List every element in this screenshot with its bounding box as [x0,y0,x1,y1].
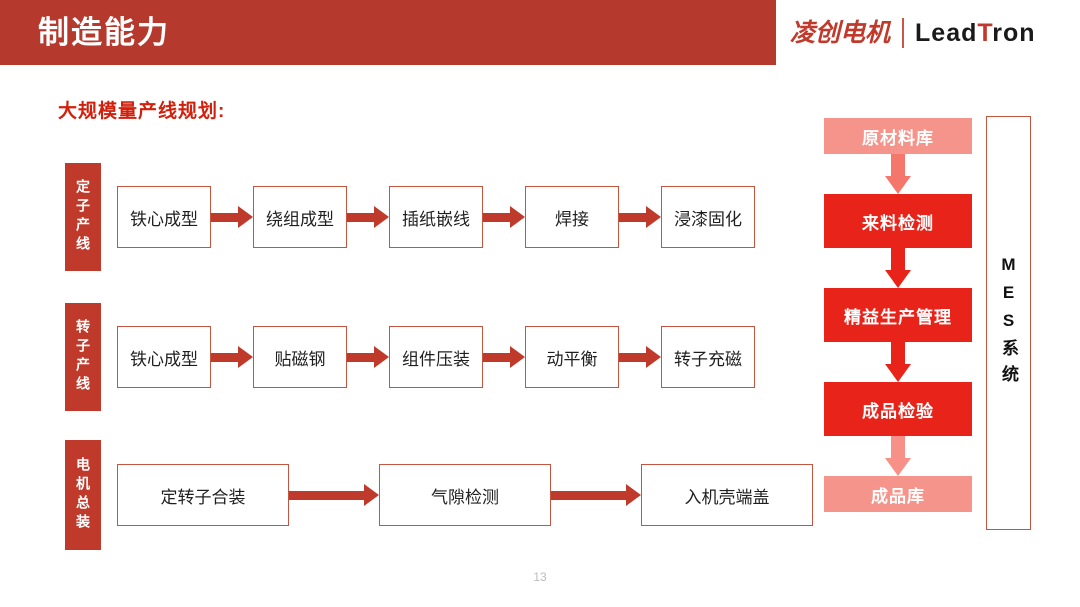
logo-en-part1: Lead [915,19,978,47]
arrow-down-icon [824,248,972,288]
vflow-node-incoming-inspection[interactable]: 来料检测 [824,194,972,248]
logo-en-accent: T [977,19,993,47]
arrow-right-icon [551,484,641,506]
row-label-stator: 定子产线 [65,163,101,271]
arrow-right-icon [483,346,525,368]
logo-chinese-name: 凌创电机 [790,19,891,47]
arrow-right-icon [347,346,389,368]
quality-flow: 原材料库 来料检测 精益生产管理 成品检验 成品库 [824,118,972,512]
vflow-node-final-inspection[interactable]: 成品检验 [824,382,972,436]
vflow-node-raw-material-warehouse[interactable]: 原材料库 [824,118,972,154]
mes-system-label: MES系统 [999,255,1018,391]
arrow-right-icon [347,206,389,228]
process-box[interactable]: 浸漆固化 [661,186,755,248]
process-box[interactable]: 铁心成型 [117,326,211,388]
page-number: 13 [533,570,547,584]
arrow-down-icon [824,342,972,382]
arrow-right-icon [211,206,253,228]
mes-system-panel[interactable]: MES系统 [986,116,1031,530]
logo-english-name: LeadTron [915,18,1036,48]
arrow-right-icon [619,206,661,228]
arrow-down-icon [824,154,972,194]
process-box[interactable]: 入机壳端盖 [641,464,813,526]
process-box[interactable]: 绕组成型 [253,186,347,248]
page-title: 制造能力 [38,15,170,50]
logo-en-part2: ron [992,19,1036,47]
flow-row-stator: 定子产线 铁心成型 绕组成型 插纸嵌线 焊接 浸漆固化 [65,163,755,271]
process-box[interactable]: 转子充磁 [661,326,755,388]
arrow-right-icon [619,346,661,368]
process-box[interactable]: 定转子合装 [117,464,289,526]
flow-row-assembly: 电机总装 定转子合装 气隙检测 入机壳端盖 [65,440,813,550]
logo-divider [902,18,905,48]
process-box[interactable]: 焊接 [525,186,619,248]
brand-logo: 凌创电机 LeadTron [790,16,1036,50]
section-subtitle: 大规模量产线规划: [58,101,226,122]
header-bar [0,0,776,65]
process-box[interactable]: 气隙检测 [379,464,551,526]
arrow-down-icon [824,436,972,476]
process-box[interactable]: 贴磁钢 [253,326,347,388]
arrow-right-icon [289,484,379,506]
process-box[interactable]: 插纸嵌线 [389,186,483,248]
vflow-node-lean-production[interactable]: 精益生产管理 [824,288,972,342]
arrow-right-icon [483,206,525,228]
process-box[interactable]: 铁心成型 [117,186,211,248]
vflow-node-finished-goods-warehouse[interactable]: 成品库 [824,476,972,512]
arrow-right-icon [211,346,253,368]
row-label-assembly: 电机总装 [65,440,101,550]
flow-row-rotor: 转子产线 铁心成型 贴磁钢 组件压装 动平衡 转子充磁 [65,303,755,411]
process-box[interactable]: 动平衡 [525,326,619,388]
process-box[interactable]: 组件压装 [389,326,483,388]
row-label-rotor: 转子产线 [65,303,101,411]
